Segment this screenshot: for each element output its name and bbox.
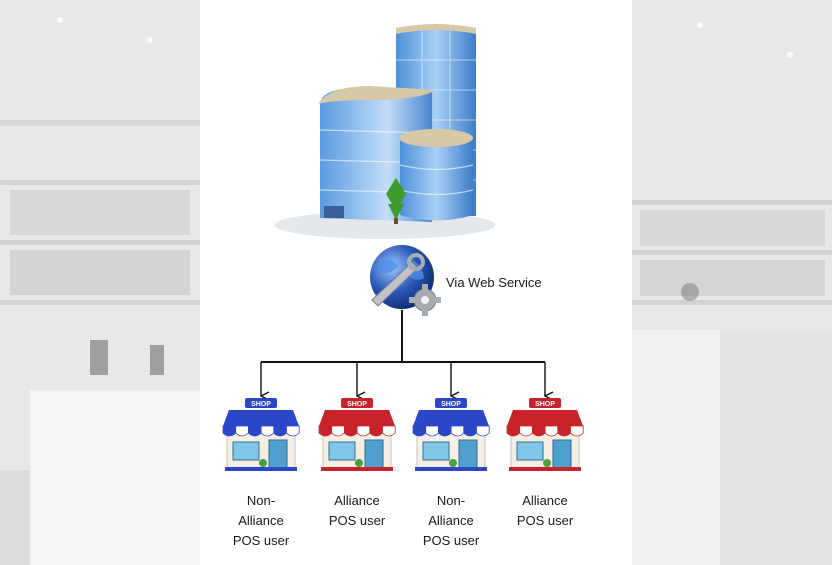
left-shelves	[0, 120, 200, 565]
connector-tree	[261, 310, 545, 396]
web-service-globe-icon	[370, 245, 441, 316]
shop-label-1: Non- Alliance POS user	[232, 493, 290, 548]
shop-icon-3: SHOP	[412, 398, 490, 471]
shop-icon-2: SHOP	[318, 398, 396, 471]
shop-sign-text: SHOP	[441, 401, 461, 408]
shop-sign-text: SHOP	[251, 401, 271, 408]
right-shelves	[632, 200, 832, 565]
shop-sign-text: SHOP	[535, 401, 555, 408]
connector-label: Via Web Service	[446, 275, 542, 290]
shop-label-2: Alliance POS user	[328, 493, 386, 528]
shop-label-3: Non- Alliance POS user	[422, 493, 480, 548]
ceiling-lights	[57, 17, 793, 58]
shop-icon-4: SHOP	[506, 398, 584, 471]
shop-sign-text: SHOP	[347, 401, 367, 408]
shop-icon-1: SHOP	[222, 398, 300, 471]
shop-icons: SHOP SHOP SHOP SHOP	[222, 398, 584, 471]
office-building-icon	[275, 24, 495, 239]
service-diagram: SHOP SHOP SHOP SHOP	[222, 24, 584, 471]
shop-label-4: Alliance POS user	[516, 493, 574, 528]
